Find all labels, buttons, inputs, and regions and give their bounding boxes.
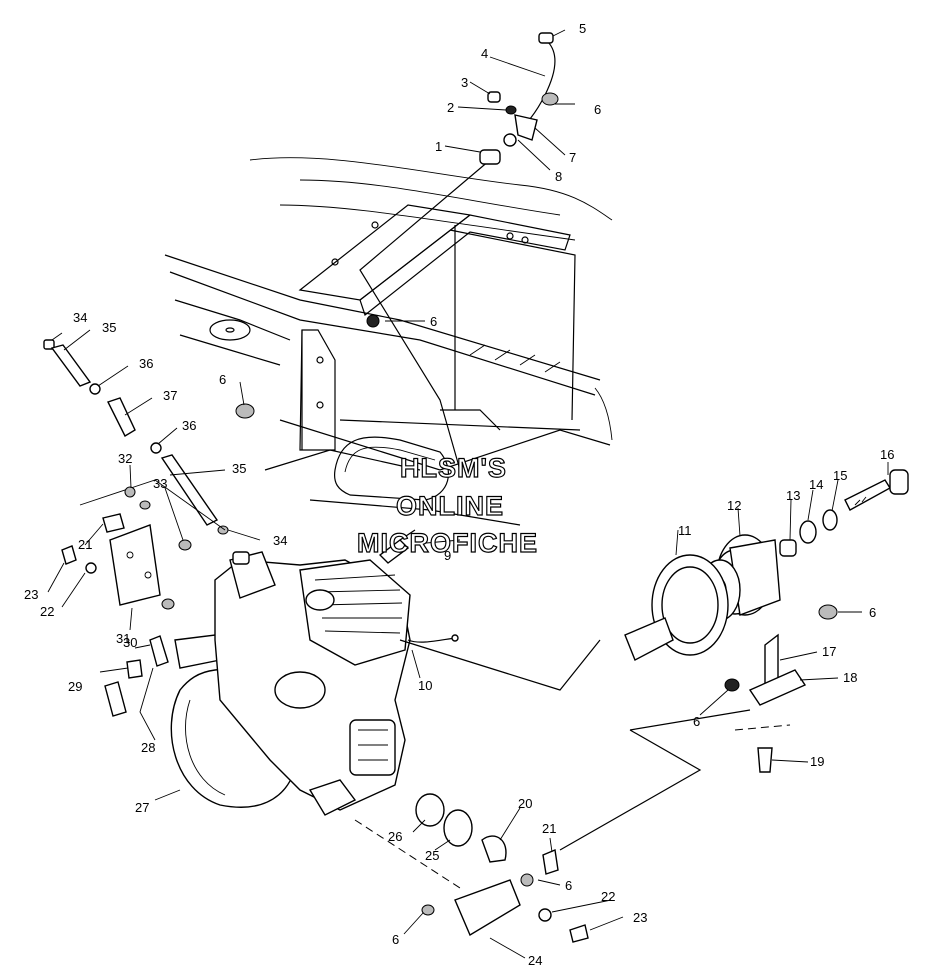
callout-33: 33 [153, 476, 167, 491]
callout-25: 25 [425, 848, 439, 863]
lower-mount-assembly [354, 793, 589, 943]
callout-11: 11 [678, 523, 692, 538]
throttle-cable-assembly [359, 32, 559, 471]
callout-29: 29 [68, 679, 82, 694]
watermark-line-3: MICROFICHE [357, 528, 538, 558]
callout-27: 27 [135, 800, 149, 815]
callout-35: 35 [102, 320, 116, 335]
callout-22: 22 [601, 889, 615, 904]
callout-16: 16 [880, 447, 894, 462]
callout-26: 26 [388, 829, 402, 844]
callout-6: 6 [392, 932, 399, 947]
callout-8: 8 [555, 169, 562, 184]
callout-1: 1 [435, 139, 442, 154]
callout-36: 36 [182, 418, 196, 433]
callout-14: 14 [809, 477, 823, 492]
callout-6: 6 [869, 605, 876, 620]
callout-36: 36 [139, 356, 153, 371]
callout-32: 32 [118, 451, 132, 466]
callout-23: 23 [24, 587, 38, 602]
callout-5: 5 [579, 21, 586, 36]
callout-20: 20 [518, 796, 532, 811]
callout-6: 6 [565, 878, 572, 893]
callout-34: 34 [273, 533, 287, 548]
callout-labels: 5 4 3 2 6 1 7 8 6 34 35 36 6 37 36 32 35… [24, 21, 894, 968]
left-mount-bracket [61, 479, 226, 717]
watermark: HLSM'S ONLINE MICROFICHE [356, 452, 538, 558]
callout-13: 13 [786, 488, 800, 503]
callout-24: 24 [528, 953, 542, 968]
linkage-rod-assembly [43, 339, 255, 535]
callout-6: 6 [430, 314, 437, 329]
callout-6: 6 [693, 714, 700, 729]
callout-21: 21 [78, 537, 92, 552]
callout-37: 37 [163, 388, 177, 403]
callout-15: 15 [833, 468, 847, 483]
callout-19: 19 [810, 754, 824, 769]
callout-6: 6 [219, 372, 226, 387]
engine-assembly [170, 529, 459, 816]
callout-3: 3 [461, 75, 468, 90]
leader-lines [47, 29, 889, 959]
callout-10: 10 [418, 678, 432, 693]
callout-17: 17 [822, 644, 836, 659]
callout-9: 9 [444, 548, 451, 563]
callout-28: 28 [141, 740, 155, 755]
callout-18: 18 [843, 670, 857, 685]
callout-6: 6 [594, 102, 601, 117]
callout-30: 30 [123, 635, 137, 650]
callout-21: 21 [542, 821, 556, 836]
callout-34: 34 [73, 310, 87, 325]
watermark-line-1: HLSM'S [400, 453, 507, 483]
callout-22: 22 [40, 604, 54, 619]
callout-4: 4 [481, 46, 488, 61]
callout-7: 7 [569, 150, 576, 165]
watermark-line-2: ONLINE [396, 491, 504, 521]
right-mount-bracket [559, 604, 838, 851]
drive-clutch-assembly [399, 469, 909, 691]
frame-chassis [164, 157, 613, 526]
callout-2: 2 [447, 100, 454, 115]
callout-12: 12 [727, 498, 741, 513]
callout-23: 23 [633, 910, 647, 925]
callout-35: 35 [232, 461, 246, 476]
callout-31: 31 [116, 631, 130, 646]
